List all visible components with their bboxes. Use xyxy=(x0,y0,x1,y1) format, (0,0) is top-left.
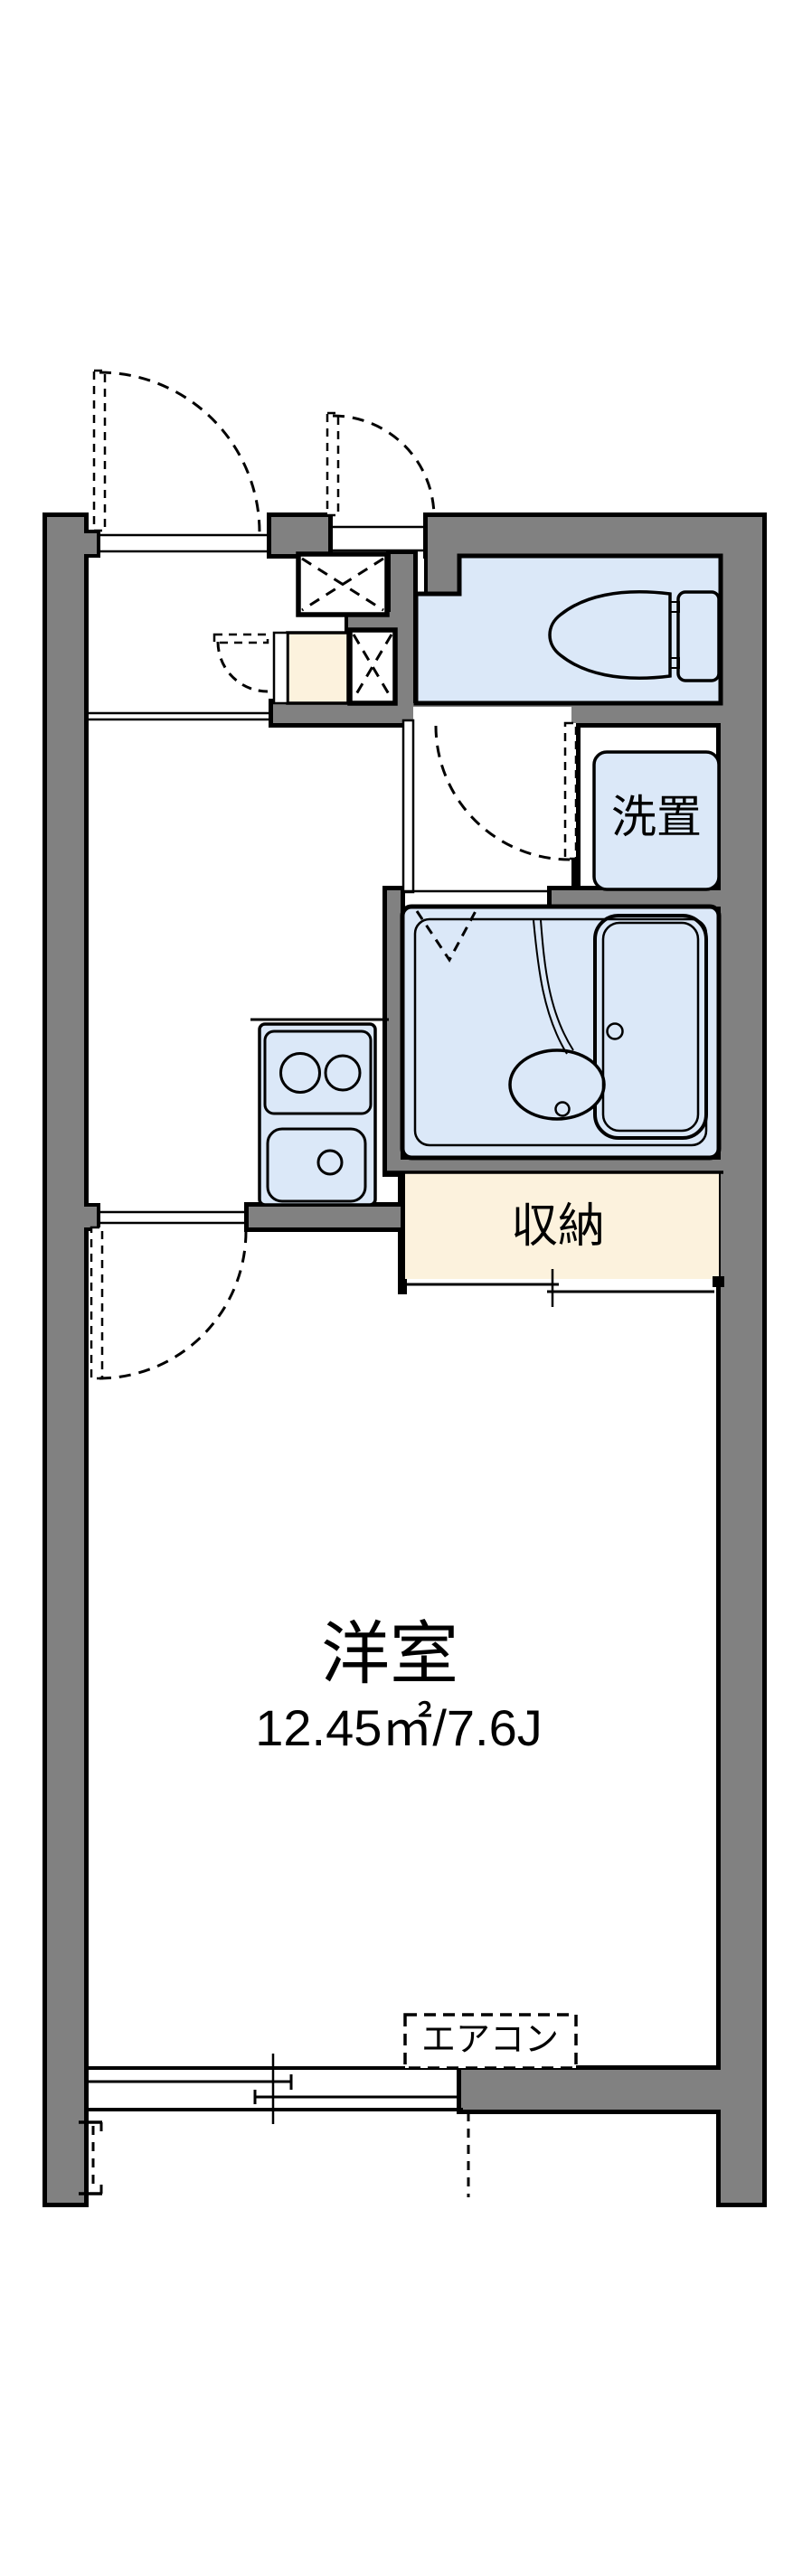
wall-bottom xyxy=(461,2070,721,2110)
sink-drain xyxy=(316,1149,344,1176)
wash-stand-side-panel xyxy=(272,631,289,705)
entry-left-door-leaf xyxy=(92,369,107,532)
entry-door-leaf xyxy=(326,411,340,517)
wall-top-a xyxy=(271,517,328,554)
fixture-details xyxy=(413,601,708,1147)
room-name-label: 洋室 xyxy=(321,1616,458,1693)
wash-stand xyxy=(286,631,350,705)
toilet-connector-bottom xyxy=(669,657,680,669)
cabinet-door-arc xyxy=(216,641,269,693)
bath-counter-edge-2 xyxy=(540,919,574,1051)
bath-unit-inner-edge xyxy=(413,917,708,1147)
blue-areas xyxy=(258,553,723,1207)
toilet-connector-top xyxy=(669,601,680,613)
bath-basin xyxy=(508,1048,606,1121)
room-door-leaf xyxy=(90,1226,104,1380)
kitchen-sink xyxy=(266,1127,367,1203)
walls xyxy=(47,517,762,2203)
wall-left-step-top xyxy=(84,533,97,554)
basin-drain xyxy=(554,1101,571,1117)
cabinet-box-x-1 xyxy=(352,634,393,700)
dashed-symbols xyxy=(90,369,578,2197)
entry-door-arc xyxy=(332,414,436,518)
entrance-box-x-2 xyxy=(301,557,384,612)
room-area-label: 12.45㎡/7.6J xyxy=(255,1699,543,1756)
wall-left xyxy=(47,517,84,2203)
wall-bath-bottom xyxy=(387,1160,723,1172)
kitchen-corridor-partition xyxy=(401,719,415,894)
wall-left-step-room xyxy=(84,1207,97,1227)
wall-right xyxy=(721,517,762,2203)
cream-areas xyxy=(286,631,719,1279)
bath-counter-edge-1 xyxy=(533,919,568,1055)
aircon-box xyxy=(403,2013,578,2070)
bathtub-drain xyxy=(606,1022,624,1040)
wall-bath-top xyxy=(552,890,721,907)
toilet-tank xyxy=(676,590,721,682)
bathtub-inner-edge xyxy=(601,921,700,1133)
sliding-door-stub-left xyxy=(398,1279,407,1294)
bath-folding-door xyxy=(415,910,477,963)
toilet-bowl xyxy=(548,590,672,680)
toilet-door-arc xyxy=(434,725,571,861)
room-door-arc xyxy=(98,1230,248,1380)
storage-label: 収納 xyxy=(511,1200,605,1253)
wall-toilet-notch xyxy=(428,554,459,594)
wall-bath-left xyxy=(387,890,401,1172)
aircon-label: エアコン xyxy=(421,2021,559,2059)
sliding-door-stub-right xyxy=(713,1276,724,1287)
washer-space-label: 洗置 xyxy=(611,792,702,842)
wall-top-b xyxy=(428,517,722,554)
bathtub xyxy=(593,914,708,1140)
storage-closet xyxy=(405,1172,719,1279)
stove-burner-left xyxy=(279,1052,321,1094)
stove-burner-right xyxy=(324,1054,362,1092)
entry-left-door-arc xyxy=(99,371,261,533)
opening-lines xyxy=(79,525,724,2195)
cabinet-box-x-2 xyxy=(352,634,393,700)
wall-kitchen-room xyxy=(249,1207,401,1227)
toilet-door-leaf xyxy=(563,721,578,860)
cabinet-door-leaf xyxy=(212,633,269,644)
labels: 洗置 収納 洋室 12.45㎡/7.6J エアコン xyxy=(255,792,702,2059)
washing-machine-space xyxy=(592,750,721,891)
toilet-door-opening xyxy=(413,707,571,729)
